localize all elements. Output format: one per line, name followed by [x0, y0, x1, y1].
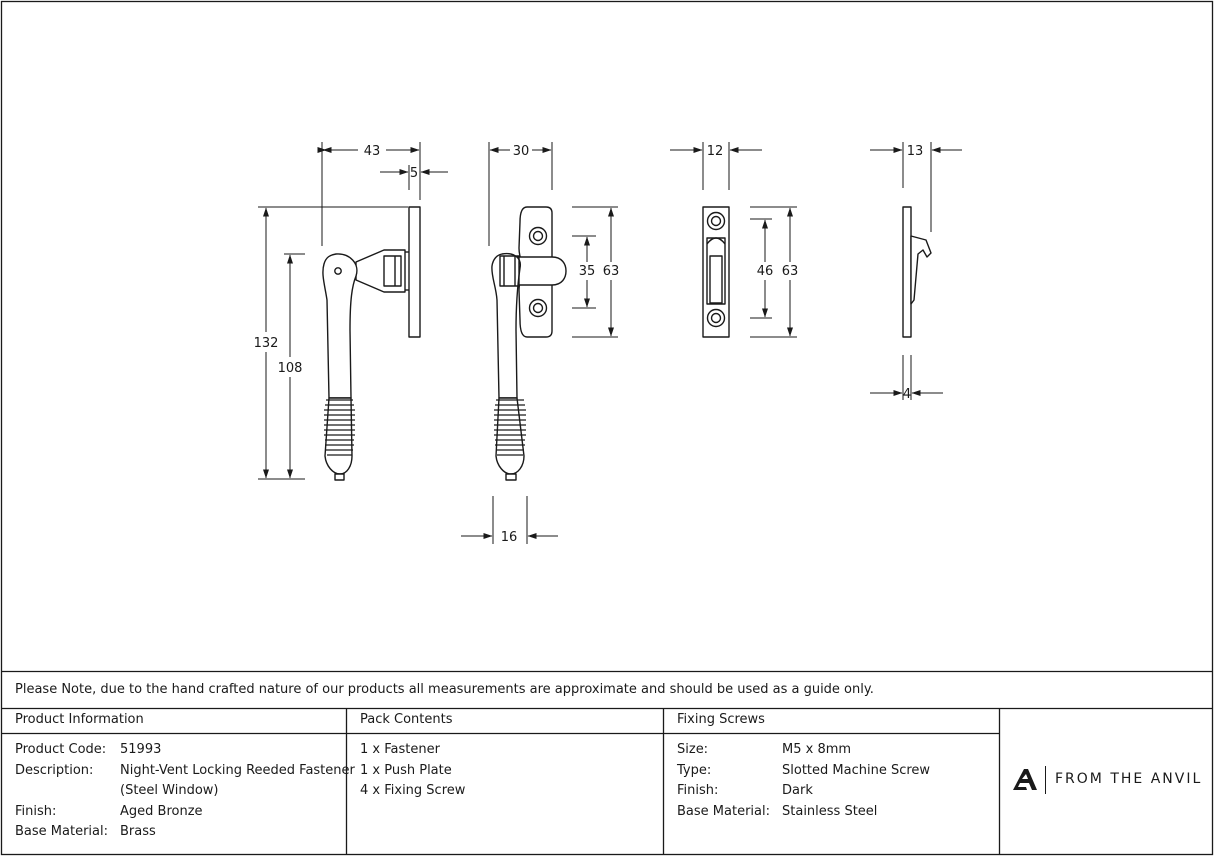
- dim-side-width: 43: [364, 144, 381, 159]
- dim-push-plate-depth: 13: [907, 144, 924, 159]
- dim-side-handle-height: 108: [278, 361, 303, 376]
- screw-base-material-label: Base Material:: [677, 804, 770, 819]
- finish-value: Aged Bronze: [120, 804, 203, 819]
- fastener-front-view: [491, 206, 567, 481]
- screw-type-label: Type:: [677, 763, 712, 778]
- dim-front-fixing-centres: 35: [579, 264, 596, 279]
- dim-side-plate: 5: [410, 166, 418, 181]
- base-material-label: Base Material:: [15, 824, 108, 839]
- description-value-line2: (Steel Window): [120, 783, 219, 798]
- screw-base-material-value: Stainless Steel: [782, 804, 878, 819]
- description-label: Description:: [15, 763, 94, 778]
- screw-finish-value: Dark: [782, 783, 813, 798]
- screw-size-value: M5 x 8mm: [782, 742, 852, 757]
- pack-item-fixing-screw: 4 x Fixing Screw: [360, 783, 466, 798]
- screw-finish-label: Finish:: [677, 783, 719, 798]
- finish-label: Finish:: [15, 804, 57, 819]
- screw-size-label: Size:: [677, 742, 709, 757]
- product-code-value: 51993: [120, 742, 162, 757]
- anvil-a-logo-icon: [1013, 769, 1037, 790]
- dim-side-overall-height: 132: [254, 336, 279, 351]
- description-value: Night-Vent Locking Reeded Fastener: [120, 763, 355, 778]
- fixing-screws-heading: Fixing Screws: [677, 712, 765, 727]
- push-plate-front-view: [702, 206, 730, 338]
- pack-item-fastener: 1 x Fastener: [360, 742, 440, 757]
- measurement-note: Please Note, due to the hand crafted nat…: [15, 682, 874, 697]
- brand-name: FROM THE ANVIL: [1055, 771, 1203, 787]
- pack-contents-heading: Pack Contents: [360, 712, 453, 727]
- dim-front-plate-height: 63: [603, 264, 620, 279]
- dim-push-plate-width: 12: [707, 144, 724, 159]
- fastener-side-view: [322, 206, 421, 481]
- product-info-heading: Product Information: [15, 712, 144, 727]
- screw-type-value: Slotted Machine Screw: [782, 763, 931, 778]
- dim-push-plate-slot-height: 46: [757, 264, 774, 279]
- dimension-labels: 43 5 132 108 30 35 63 16 12 46 63 13 4: [254, 144, 924, 545]
- dim-push-plate-thickness: 4: [903, 387, 911, 402]
- dim-front-handle-width: 16: [501, 530, 518, 545]
- product-code-label: Product Code:: [15, 742, 107, 757]
- push-plate-side-view: [902, 206, 932, 338]
- dim-front-width: 30: [513, 144, 530, 159]
- base-material-value: Brass: [120, 824, 156, 839]
- dim-push-plate-height: 63: [782, 264, 799, 279]
- pack-item-push-plate: 1 x Push Plate: [360, 763, 452, 778]
- dimension-lines: [258, 142, 962, 544]
